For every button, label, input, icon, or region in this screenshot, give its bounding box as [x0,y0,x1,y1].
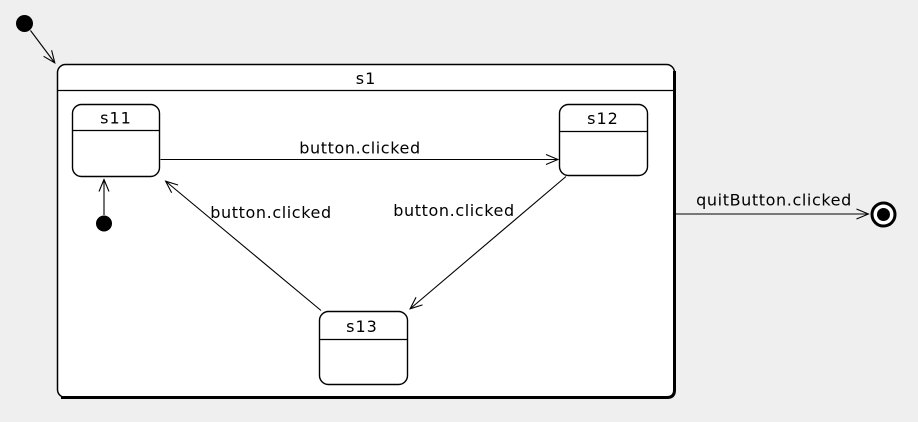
transition-s12-to-s13-label: button.clicked [393,201,514,220]
final-state[interactable] [870,201,897,228]
state-s13-title: s13 [346,317,378,336]
transition-s13-to-s11-label: button.clicked [210,203,331,222]
transition-s11-to-s12-label: button.clicked [299,139,420,158]
state-s11-title: s11 [100,109,132,128]
transition-s1-to-final-label: quitButton.clicked [696,191,852,210]
transition-s12-to-s13[interactable] [411,176,567,309]
state-s11-body[interactable] [71,103,161,178]
initial-state-s11-dot[interactable] [96,215,112,232]
state-s13: s13 [318,310,409,386]
transition-initial-to-s1[interactable] [30,30,55,63]
composite-state-s1: s1 [56,63,676,399]
state-s13-body[interactable] [318,310,409,386]
state-s1-title: s1 [356,69,377,88]
state-s11: s11 [71,103,161,178]
state-s12-title: s12 [587,109,619,128]
state-s1-shadow-edge [61,71,676,399]
state-s12: s12 [558,103,649,177]
initial-state-dot[interactable] [16,15,33,32]
state-s12-body[interactable] [558,103,649,177]
transition-s13-to-s11[interactable] [166,182,322,311]
final-state-dot [877,208,890,221]
